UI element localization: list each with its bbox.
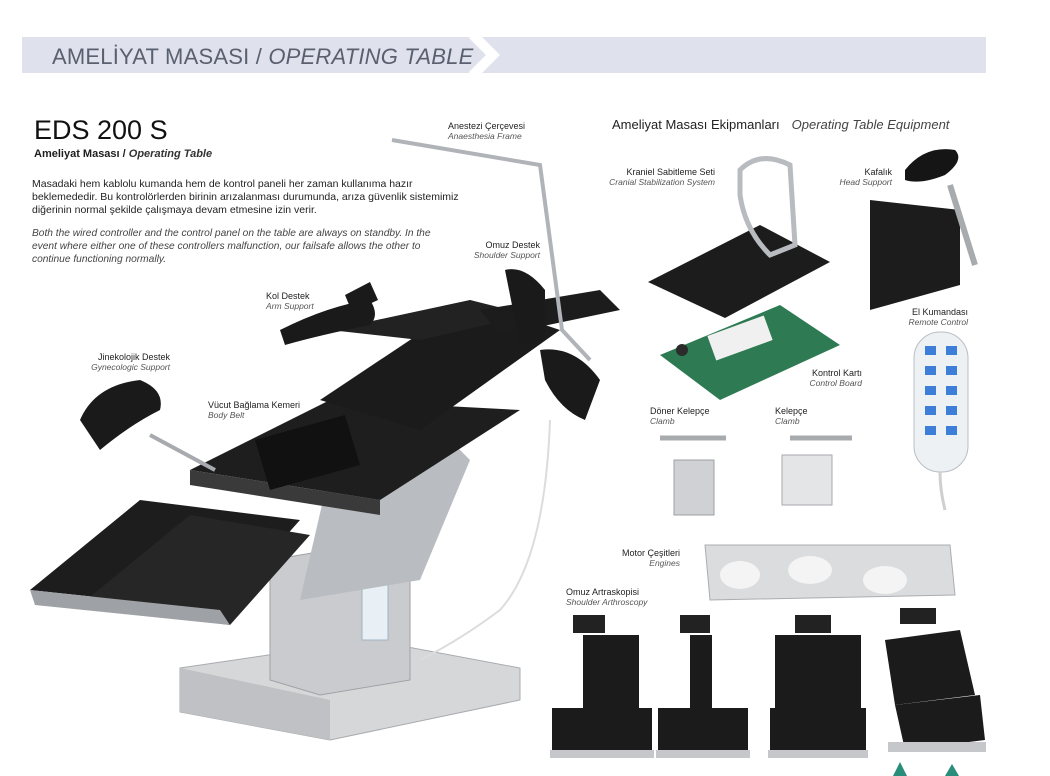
accent-mark-right [945, 764, 959, 776]
swivel-clamb-illustration [660, 435, 726, 516]
remote-control-illustration [913, 331, 969, 511]
description-tr: Masadaki hem kablolu kumanda hem de kont… [32, 178, 459, 216]
product-subtitle: Ameliyat Masası / Operating Table [34, 148, 213, 160]
cranial-set-illustration [648, 156, 830, 318]
clamb-illustration [781, 435, 852, 506]
control-board-illustration [660, 305, 840, 400]
engines-illustration [704, 544, 956, 601]
page-banner-title: AMELİYAT MASASI / OPERATING TABLE [52, 44, 474, 69]
accent-mark-left [893, 762, 907, 776]
head-support-illustration [870, 149, 978, 310]
product-model: EDS 200 S [34, 115, 168, 145]
description-en: Both the wired controller and the contro… [32, 228, 431, 265]
shoulder-arthroscopy-illustration [550, 608, 986, 758]
operating-table-illustration [30, 138, 620, 741]
